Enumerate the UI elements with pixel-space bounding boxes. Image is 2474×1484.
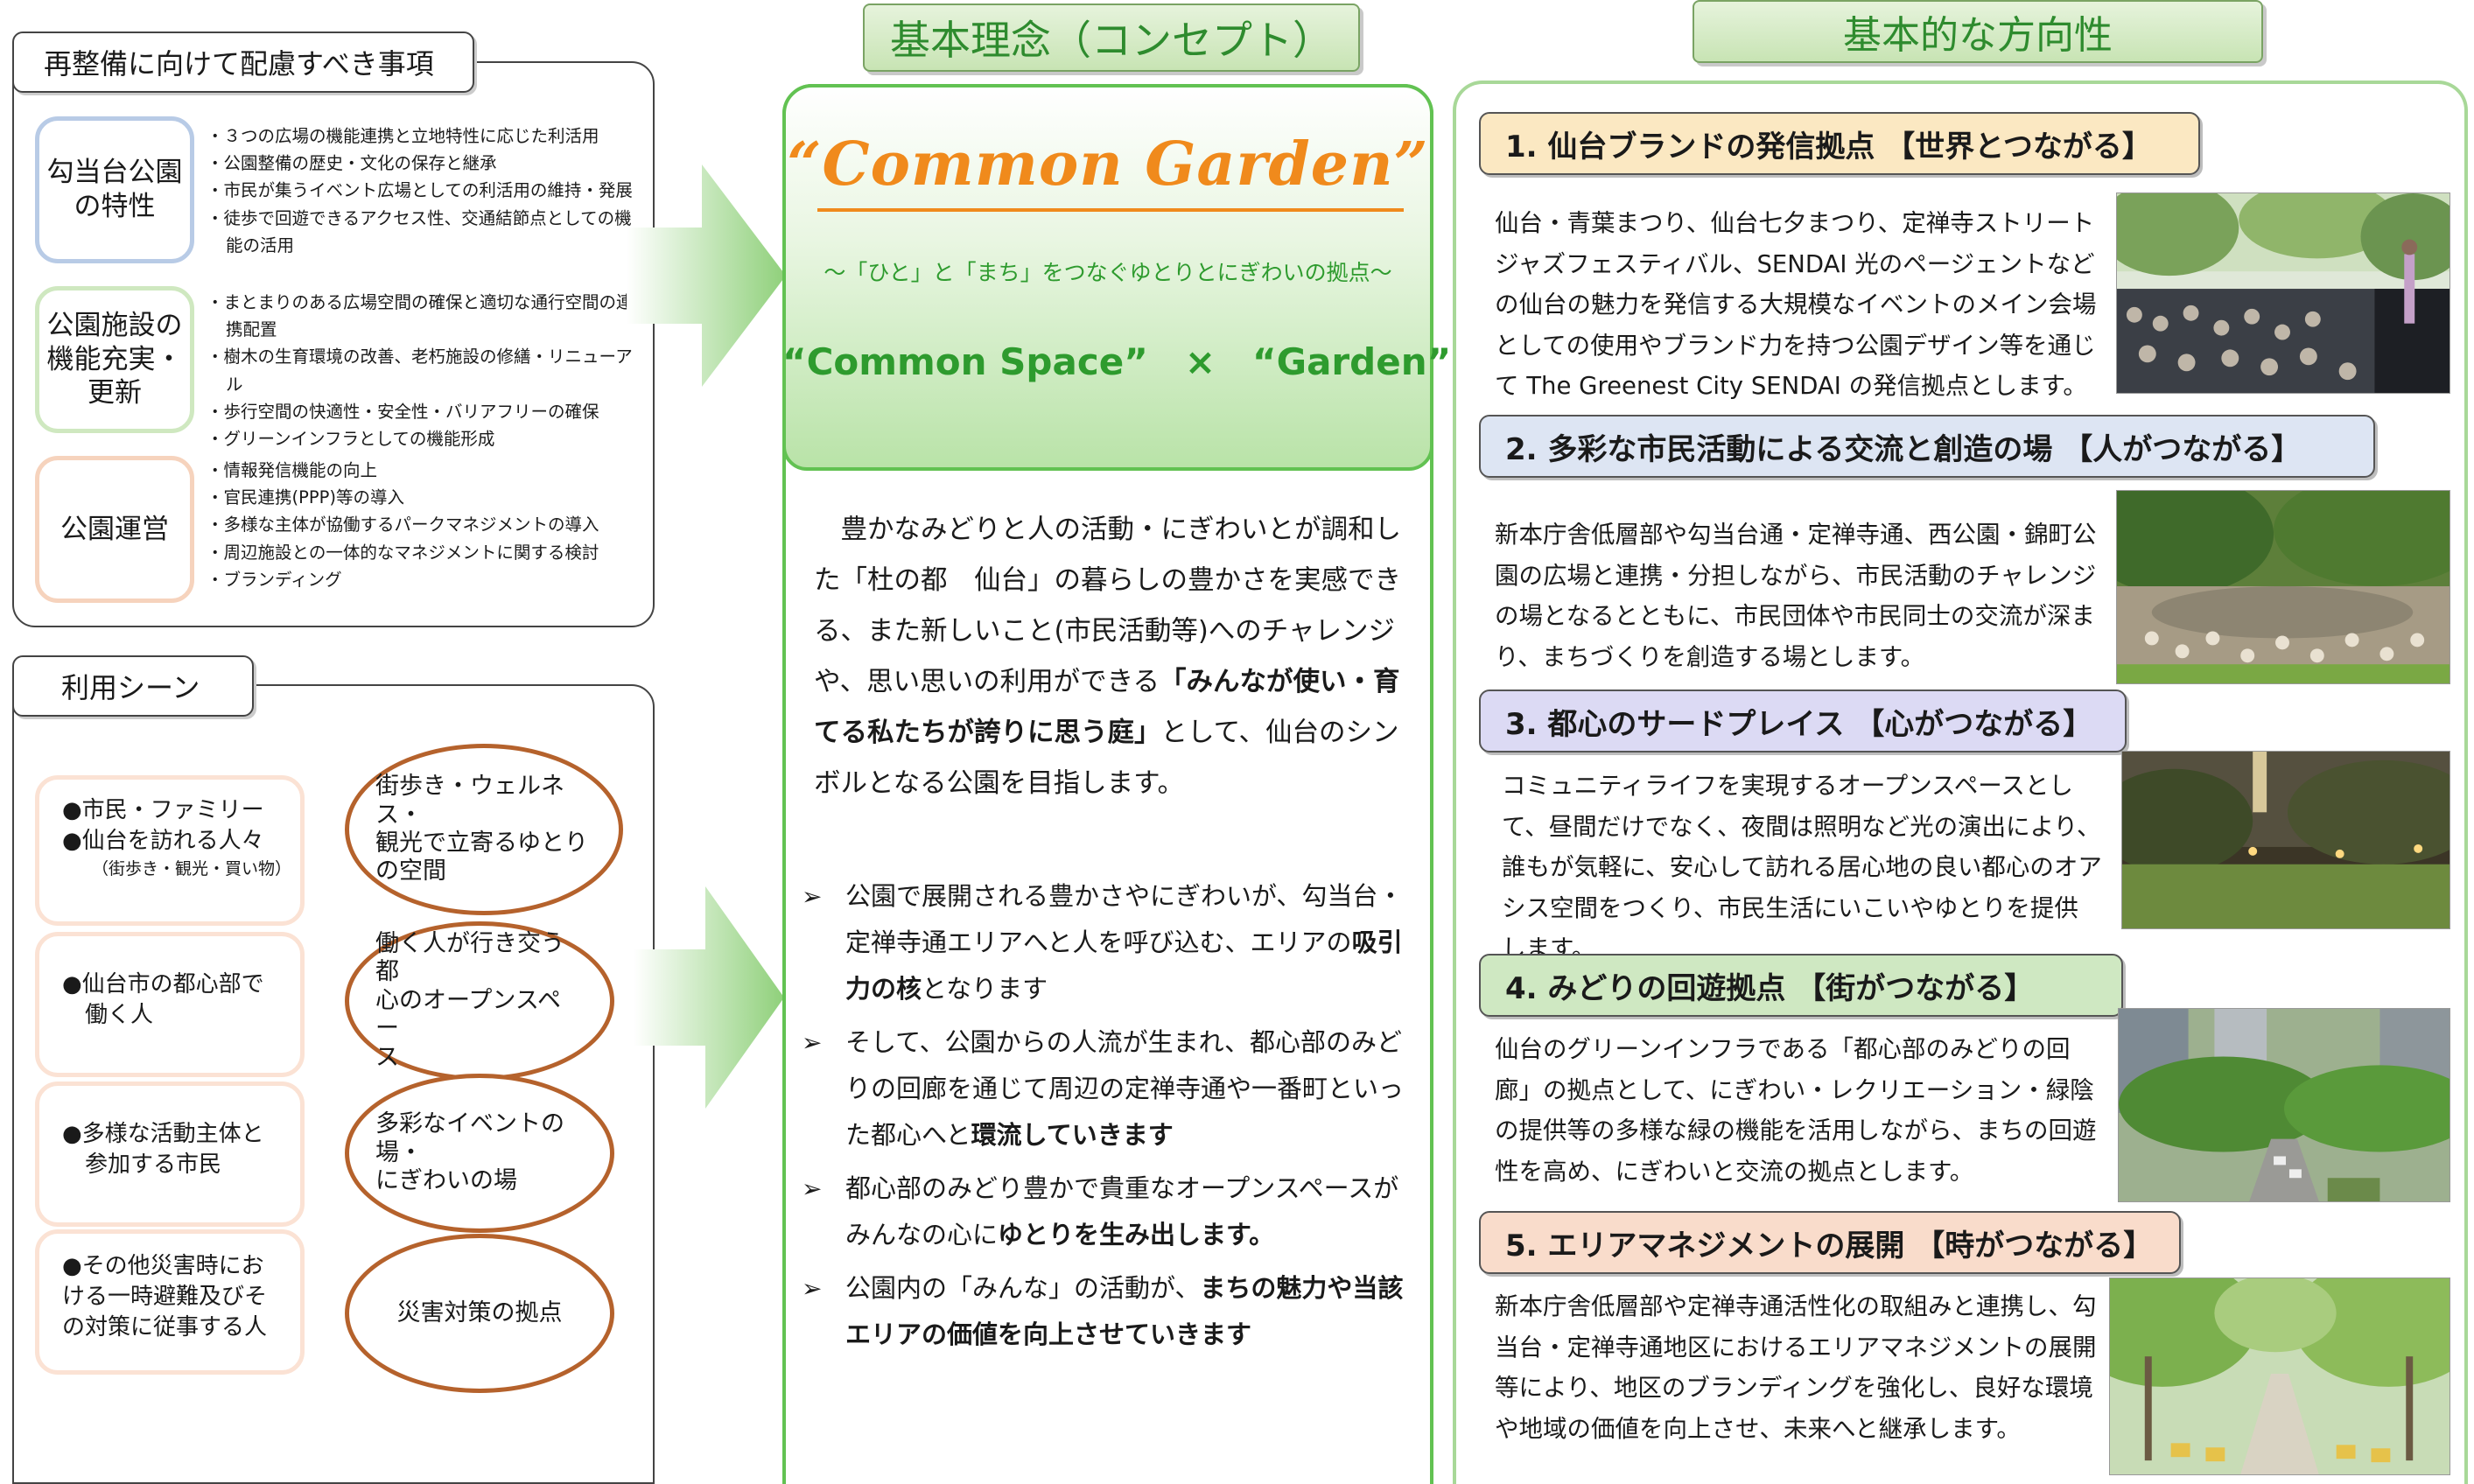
category-box-park-character: 勾当台公園 の特性 [35,116,194,263]
direction-heading-2: 2. 多彩な市民活動による交流と創造の場 【人がつながる】 [1479,415,2375,478]
scene-oval-workspace: 働く人が行き交う都 心のオープンスペー ス [345,921,614,1081]
scene-box-citizens: ●市民・ファミリー ●仙台を訪れる人々 （街歩き・観光・買い物） [35,775,305,926]
body-text: として、仙台のシンボルとなる公園を目指します。 [814,718,1399,799]
direction-text-2: 新本庁舎低層部や勾当台通・定禅寺通、西公園・錦町公園の広場と連携・分担しながら、… [1495,521,2097,671]
concept-name: “Common Garden” [787,130,1429,200]
category-box-facilities: 公園施設の 機能充実・ 更新 [35,286,194,433]
right-arrow-icon [627,164,786,387]
point-emphasis: 吸引力の核 [845,928,1403,1004]
list-item: 徒歩で回遊できるアクセス性、交通結節点としての機能の活用 [207,205,644,259]
list-item: ➢ 公園内の「みんな」の活動が、まちの魅力や当該エリアの価値を向上させていきます [796,1265,1418,1358]
scene-text: ●市民・ファミリー ●仙台を訪れる人々 [62,797,264,855]
scene-oval-leisure: 街歩き・ウェルネス・ 観光で立寄るゆとり の空間 [345,744,623,915]
category-list-park-character: ３つの広場の機能連携と立地特性に応じた利活用 公園整備の歴史・文化の保存と継承 … [207,122,644,259]
list-item: ➢ そして、公園からの人流が生まれ、都心部のみどりの回廊を通じて周辺の定禅寺通や… [796,1019,1418,1158]
oval-text: 働く人が行き交う都 心のオープンスペー ス [375,930,564,1071]
body-emphasis: 「みんなが使い・育てる私たちが誇りに思う庭」 [814,667,1400,748]
list-item: 樹木の生育環境の改善、老朽施設の修繕・リニューアル [207,343,644,397]
direction-text-4: 仙台のグリーンインフラである「都心部のみどりの回廊」の拠点として、にぎわい・レク… [1495,1035,2097,1186]
scene-subtext: （街歩き・観光・買い物） [92,859,292,879]
point-text: そして、公園からの人流が生まれ、都心部のみどりの回廊を通じて周辺の定禅寺通や一番… [845,1027,1405,1150]
direction-text-3: コミュニティライフを実現するオープンスペースとして、昼間だけでなく、夜間は照明な… [1502,772,2102,962]
category-box-operation: 公園運営 [35,456,194,603]
park-gathering-photo [2116,490,2450,684]
concept-body: 豊かなみどりと人の活動・にぎわいとが調和した「杜の都 仙台」の暮らしの豊かさを実… [814,505,1414,809]
list-item: 歩行空間の快適性・安全性・バリアフリーの確保 [207,398,644,425]
concept-header-box [782,84,1433,471]
point-text: 公園で展開される豊かさやにぎわいが、勾当台・定禅寺通エリアへと人を呼び込む、エリ… [845,881,1404,957]
scenes-tab: 利用シーン [12,655,254,717]
list-item: ➢ 公園で展開される豊かさやにぎわいが、勾当台・定禅寺通エリアへと人を呼び込む、… [796,873,1418,1012]
concept-formula: “Common Space” × “Garden” [782,340,1452,383]
list-item: ３つの広場の機能連携と立地特性に応じた利活用 [207,122,644,150]
scene-text: ●その他災害時にお ける一時避難及びそ の対策に従事する人 [62,1253,268,1341]
considerations-tab: 再整備に向けて配慮すべき事項 [12,32,474,93]
category-list-operation: 情報発信機能の向上 官民連携(PPP)等の導入 多様な主体が協働するパークマネジ… [207,457,644,593]
point-emphasis: ゆとりを生み出します。 [998,1220,1275,1250]
direction-title: 基本的な方向性 [1693,0,2263,63]
point-text: となります [922,974,1048,1004]
list-item: 多様な主体が協働するパークマネジメントの導入 [207,511,644,538]
list-item: 情報発信機能の向上 [207,457,644,484]
scene-box-disaster: ●その他災害時にお ける一時避難及びそ の対策に従事する人 [35,1229,305,1375]
list-item: 公園整備の歴史・文化の保存と継承 [207,150,644,177]
concept-underline [817,208,1404,212]
direction-heading-5: 5. エリアマネジメントの展開 【時がつながる】 [1479,1211,2181,1274]
scene-box-workers: ●仙台市の都心部で 働く人 [35,932,305,1077]
direction-heading-4: 4. みどりの回遊拠点 【街がつながる】 [1479,954,2123,1017]
night-park-photo [2121,751,2450,929]
list-item: ブランディング [207,566,644,593]
arrowhead-bullet-icon: ➢ [802,882,823,911]
direction-heading-1: 1. 仙台ブランドの発信拠点 【世界とつながる】 [1479,112,2200,175]
direction-text-5: 新本庁舎低層部や定禅寺通活性化の取組みと連携し、勾当台・定禅寺通地区におけるエリ… [1495,1292,2097,1443]
arrowhead-bullet-icon: ➢ [802,1274,823,1303]
green-avenue-photo [2118,1008,2450,1202]
scene-oval-disaster: 災害対策の拠点 [345,1234,614,1393]
point-emphasis: まちの魅力や当該エリアの価値を向上させていきます [845,1273,1404,1349]
list-item: 周辺施設との一体的なマネジメントに関する検討 [207,539,644,566]
category-list-facilities: まとまりのある広場空間の確保と適切な通行空間の連携配置 樹木の生育環境の改善、老… [207,289,644,452]
concept-title: 基本理念（コンセプト） [863,4,1360,72]
scene-text: ●多様な活動主体と 参加する市民 [62,1121,264,1179]
festival-crowd-photo [2116,192,2450,394]
point-text: 都心部のみどり豊かで貴重なオープンスペースがみんなの心に [845,1173,1399,1250]
oval-text: 多彩なイベントの場・ にぎわいの場 [375,1110,564,1195]
tree-lined-street-photo [2109,1278,2450,1475]
body-text: 豊かなみどりと人の活動・にぎわいとが調和した「杜の都 仙台」の暮らしの豊かさを実… [814,514,1401,697]
list-item: グリーンインフラとしての機能形成 [207,425,644,452]
right-arrow-icon [634,886,784,1109]
list-item: まとまりのある広場空間の確保と適切な通行空間の連携配置 [207,289,644,343]
point-text: 公園内の「みんな」の活動が、 [845,1273,1201,1303]
arrowhead-bullet-icon: ➢ [802,1028,823,1057]
direction-text-1: 仙台・青葉まつり、仙台七夕まつり、定禅寺ストリートジャズフェスティバル、SEND… [1495,209,2097,400]
scene-box-activists: ●多様な活動主体と 参加する市民 [35,1082,305,1227]
list-item: 官民連携(PPP)等の導入 [207,484,644,511]
concept-points: ➢ 公園で展開される豊かさやにぎわいが、勾当台・定禅寺通エリアへと人を呼び込む、… [796,873,1418,1365]
oval-text: 街歩き・ウェルネス・ 観光で立寄るゆとり の空間 [375,773,588,886]
list-item: 市民が集うイベント広場としての利活用の維持・発展 [207,177,644,204]
arrowhead-bullet-icon: ➢ [802,1174,823,1203]
oval-text: 災害対策の拠点 [396,1298,563,1326]
direction-heading-3: 3. 都心のサードプレイス 【心がつながる】 [1479,690,2127,752]
scene-text: ●仙台市の都心部で 働く人 [62,971,264,1029]
scene-oval-events: 多彩なイベントの場・ にぎわいの場 [345,1074,614,1233]
list-item: ➢ 都心部のみどり豊かで貴重なオープンスペースがみんなの心にゆとりを生み出します… [796,1166,1418,1258]
concept-subtitle: ～「ひと」と「まち」をつなぐゆとりとにぎわいの拠点～ [823,260,1392,285]
point-emphasis: 環流していきます [971,1120,1174,1150]
